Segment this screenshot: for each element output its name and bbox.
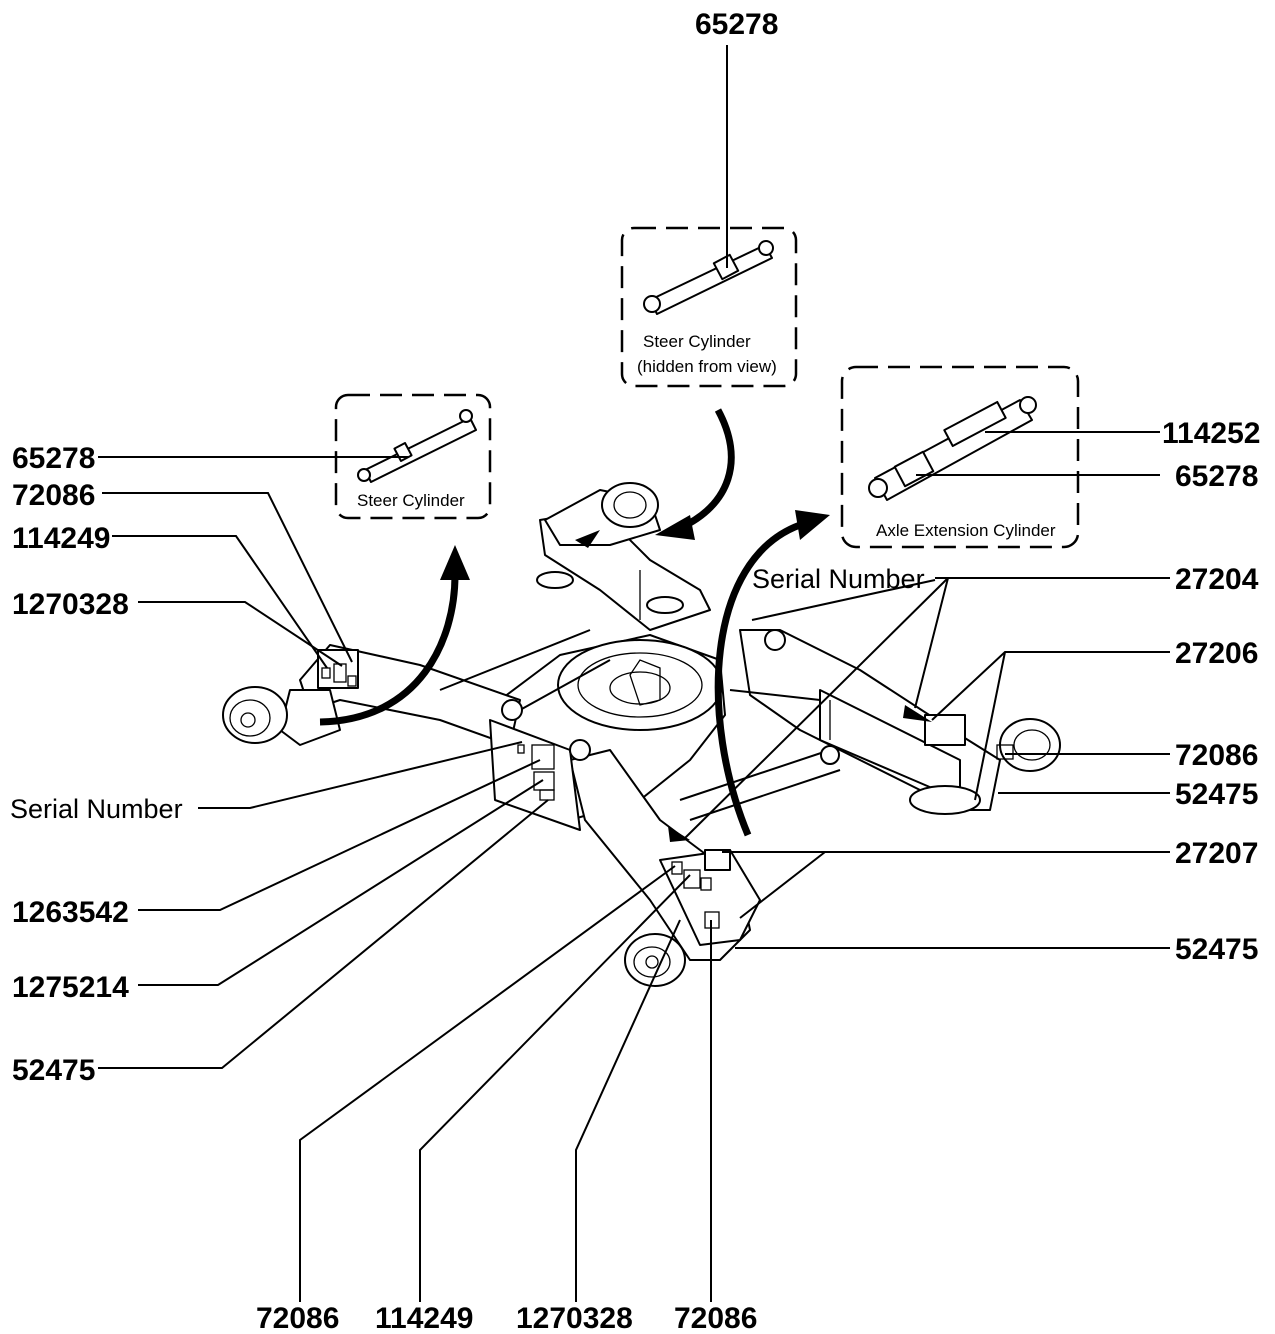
callout-left-52475: 52475 [12,1054,95,1087]
front-axle-arm [569,749,761,987]
callout-right-27207: 27207 [1175,837,1258,870]
inset-steer-cylinder-hidden: Steer Cylinder (hidden from view) [620,226,798,388]
linkage-rods [439,629,841,821]
callout-left-1275214: 1275214 [12,971,129,1004]
callout-right-27206: 27206 [1175,637,1258,670]
hidden-steer-cylinder-icon [643,240,774,315]
axle-extension-cylinder-icon [868,396,1037,501]
inset-axle-extension-cylinder: Axle Extension Cylinder [840,365,1080,549]
pointer-arrow-front [668,826,690,842]
inset-steer-cylinder: Steer Cylinder [334,393,492,520]
callout-left-1270328: 1270328 [12,588,129,621]
callout-labels: 65278 65278 72086 114249 1270328 Serial … [10,8,1260,1334]
leader-lines [98,45,1170,1302]
chassis-drawing [222,482,1061,987]
left-axle-arm [222,644,521,746]
callout-bottom-72086-b: 72086 [674,1302,757,1334]
callout-left-65278: 65278 [12,442,95,475]
inset-caption-steer: Steer Cylinder [357,491,465,510]
callout-bottom-114249: 114249 [375,1302,473,1334]
callout-right-65278: 65278 [1175,460,1258,493]
callout-bottom-72086-a: 72086 [256,1302,339,1334]
callout-bottom-1270328: 1270328 [516,1302,633,1334]
rear-axle-arm [536,482,711,631]
callout-right-serial-number: Serial Number [752,564,925,594]
chassis-side-panel [489,719,581,831]
inset-caption-hidden-1: Steer Cylinder [643,332,751,351]
steer-cylinder-icon [357,409,477,483]
callout-left-72086: 72086 [12,479,95,512]
callout-right-114252: 114252 [1162,417,1260,450]
callout-right-27204: 27204 [1175,563,1259,596]
callout-top-65278: 65278 [695,8,778,41]
inset-caption-hidden-2: (hidden from view) [637,357,777,376]
curved-arrows [319,408,830,837]
pointer-arrow-rear [575,530,600,548]
callout-right-72086: 72086 [1175,739,1258,772]
callout-right-52475-b: 52475 [1175,933,1258,966]
callout-right-52475-a: 52475 [1175,778,1258,811]
inset-caption-axle-extension: Axle Extension Cylinder [876,521,1056,540]
right-axle-arm [739,629,1061,815]
pointer-arrow-right [903,705,932,722]
callout-left-serial-number: Serial Number [10,794,183,824]
callout-left-114249: 114249 [12,522,110,555]
callout-left-1263542: 1263542 [12,896,129,929]
